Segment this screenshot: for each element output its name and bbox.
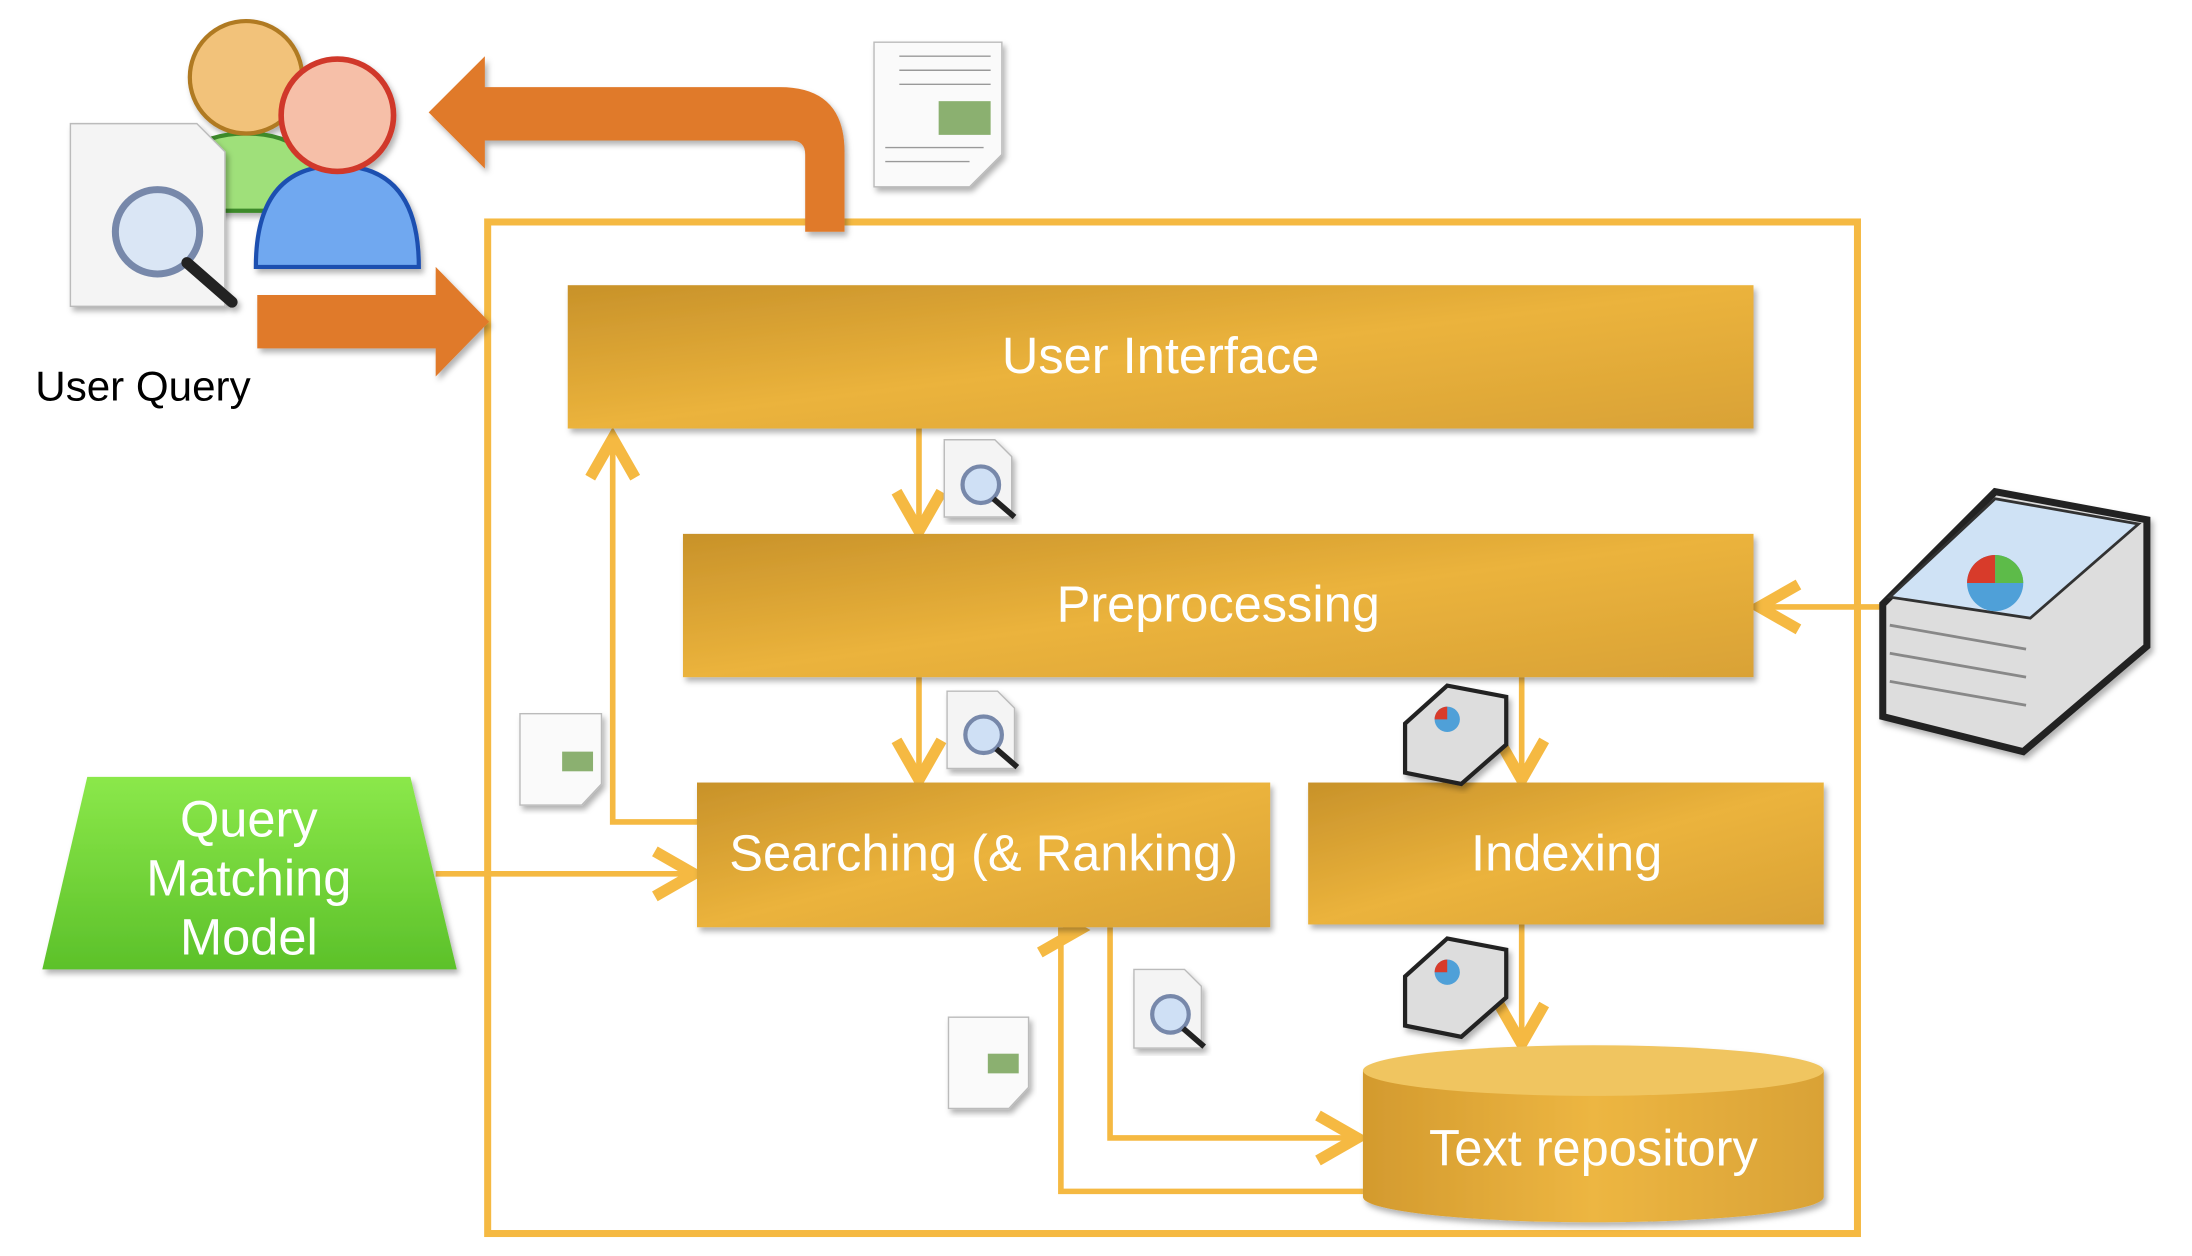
searching-block[interactable]: Searching (& Ranking) [697,782,1271,928]
document-stack-icon [1402,683,1509,787]
text-repository-cylinder[interactable]: Text repository [1362,1045,1824,1223]
query-matching-model[interactable]: Query Matching Model [42,776,457,970]
search-document-icon [943,439,1017,520]
text-document-icon [947,1016,1030,1110]
query-model-line1: Query [180,791,318,848]
text-document-icon [519,712,603,806]
search-document-icon [1133,968,1207,1049]
query-input-arrow [257,266,490,377]
query-model-line3: Model [180,909,318,966]
preprocessing-label: Preprocessing [1057,576,1380,633]
indexing-label: Indexing [1471,824,1662,881]
text-repository-label: Text repository [1429,1119,1758,1176]
document-stack-icon [1879,487,2151,756]
search-document-icon [946,690,1020,770]
search-document-icon [69,122,238,308]
system-frame [484,218,1861,1238]
text-document-icon [873,41,1003,188]
user-interface-label: User Interface [1002,327,1320,384]
query-model-line2: Matching [146,850,351,907]
searching-label: Searching (& Ranking) [729,824,1238,881]
results-return-arrow [428,56,845,232]
connectors [435,429,1880,1195]
user-interface-block[interactable]: User Interface [567,285,1754,429]
preprocessing-block[interactable]: Preprocessing [682,533,1754,678]
user-query-label: User Query [35,362,250,409]
indexing-block[interactable]: Indexing [1308,782,1824,925]
document-stack-icon [1402,936,1509,1040]
